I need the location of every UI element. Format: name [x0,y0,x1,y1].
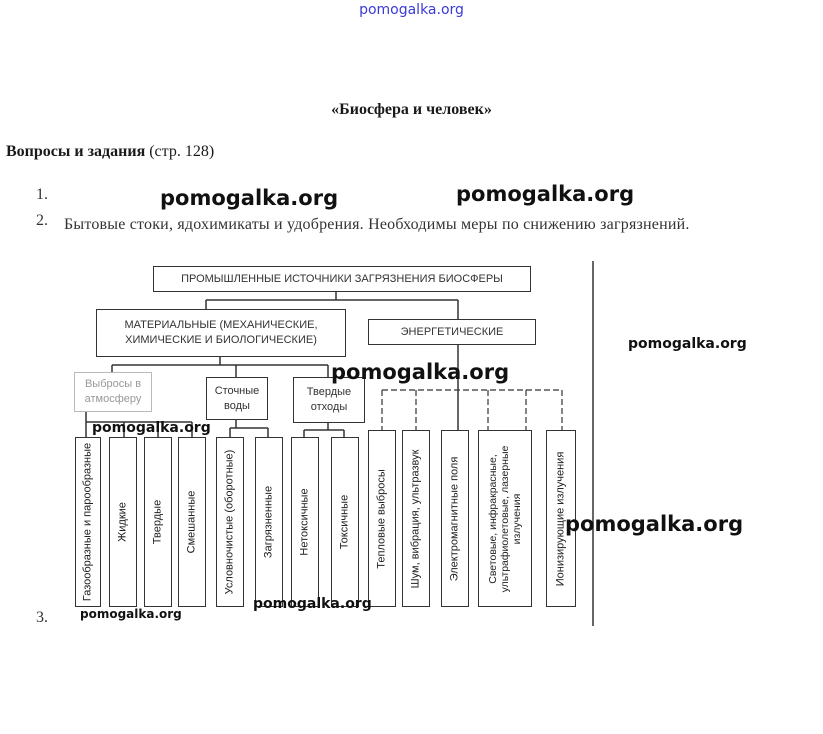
diagram-group-wastewater: Сточные воды [206,377,268,420]
diagram-leaf-label: Жидкие [116,502,129,542]
diagram-leaf-label: Нетоксичные [298,488,311,556]
watermark: pomogalka.org [628,336,747,352]
diagram-leaf-label: Загрязненные [262,485,275,559]
diagram-root-box: ПРОМЫШЛЕННЫЕ ИСТОЧНИКИ ЗАГРЯЗНЕНИЯ БИОСФ… [153,266,531,292]
diagram-group-solid-waste: Твердые отходы [293,377,365,423]
diagram-leaf-label: Смешанные [185,490,198,554]
diagram-leaf-label: Световые, инфракрасные, ультрафиолетовые… [487,445,523,592]
watermark: pomogalka.org [456,182,635,206]
diagram-leaf-label: Газообразные и парообразные [81,442,94,602]
diagram-energy-box: ЭНЕРГЕТИЧЕСКИЕ [368,319,536,345]
section-heading-bold: Вопросы и задания [6,143,146,160]
diagram-leaf-ionizing: Ионизирующие излучения [546,430,576,607]
diagram-leaf-polluted: Загрязненные [255,437,283,607]
watermark: pomogalka.org [160,186,339,210]
watermark: pomogalka.org [331,360,510,384]
question-2-number: 2. [36,212,48,229]
question-2-answer: Бытовые стоки, ядохимикаты и удобрения. … [64,216,690,233]
diagram-leaf-electromagnetic: Электромагнитные поля [441,430,469,607]
diagram-leaf-label: Тепловые выбросы [375,468,388,569]
section-heading: Вопросы и задания (стр. 128) [6,143,214,161]
diagram-group-atmosphere: Выбросы в атмосферу [74,372,152,412]
diagram-leaf-mixed: Смешанные [178,437,206,607]
diagram-leaf-toxic: Токсичные [331,437,359,607]
diagram-material-box: МАТЕРИАЛЬНЫЕ (МЕХАНИЧЕСКИЕ, ХИМИЧЕСКИЕ И… [96,309,346,357]
diagram-leaf-label: Шум, вибрация, ультразвук [409,449,422,588]
watermark: pomogalka.org [565,512,744,536]
diagram-leaf-conditionally-clean: Условночистые (оборотные) [216,437,244,607]
watermark: pomogalka.org [92,420,211,436]
diagram-leaf-label: Электромагнитные поля [448,456,461,581]
diagram-leaf-label: Условночистые (оборотные) [223,449,236,595]
diagram-leaf-light-radiation: Световые, инфракрасные, ультрафиолетовые… [478,430,532,607]
diagram-leaf-non-toxic: Нетоксичные [291,437,319,607]
diagram-leaf-label: Токсичные [338,494,351,550]
diagram-leaf-noise: Шум, вибрация, ультразвук [402,430,430,607]
question-1-number: 1. [36,186,48,203]
watermark: pomogalka.org [253,596,372,612]
diagram-leaf-thermal: Тепловые выбросы [368,430,396,607]
diagram-leaf-label: Твердые [151,499,164,545]
section-page-ref: (стр. 128) [145,143,215,160]
page-title: «Биосфера и человек» [331,101,492,118]
site-header[interactable]: pomogalka.org [359,2,464,18]
diagram-leaf-gaseous: Газообразные и парообразные [75,437,101,607]
diagram-leaf-liquid: Жидкие [109,437,137,607]
diagram-leaf-solid: Твердые [144,437,172,607]
question-3-number: 3. [36,609,48,626]
watermark: pomogalka.org [80,607,182,621]
